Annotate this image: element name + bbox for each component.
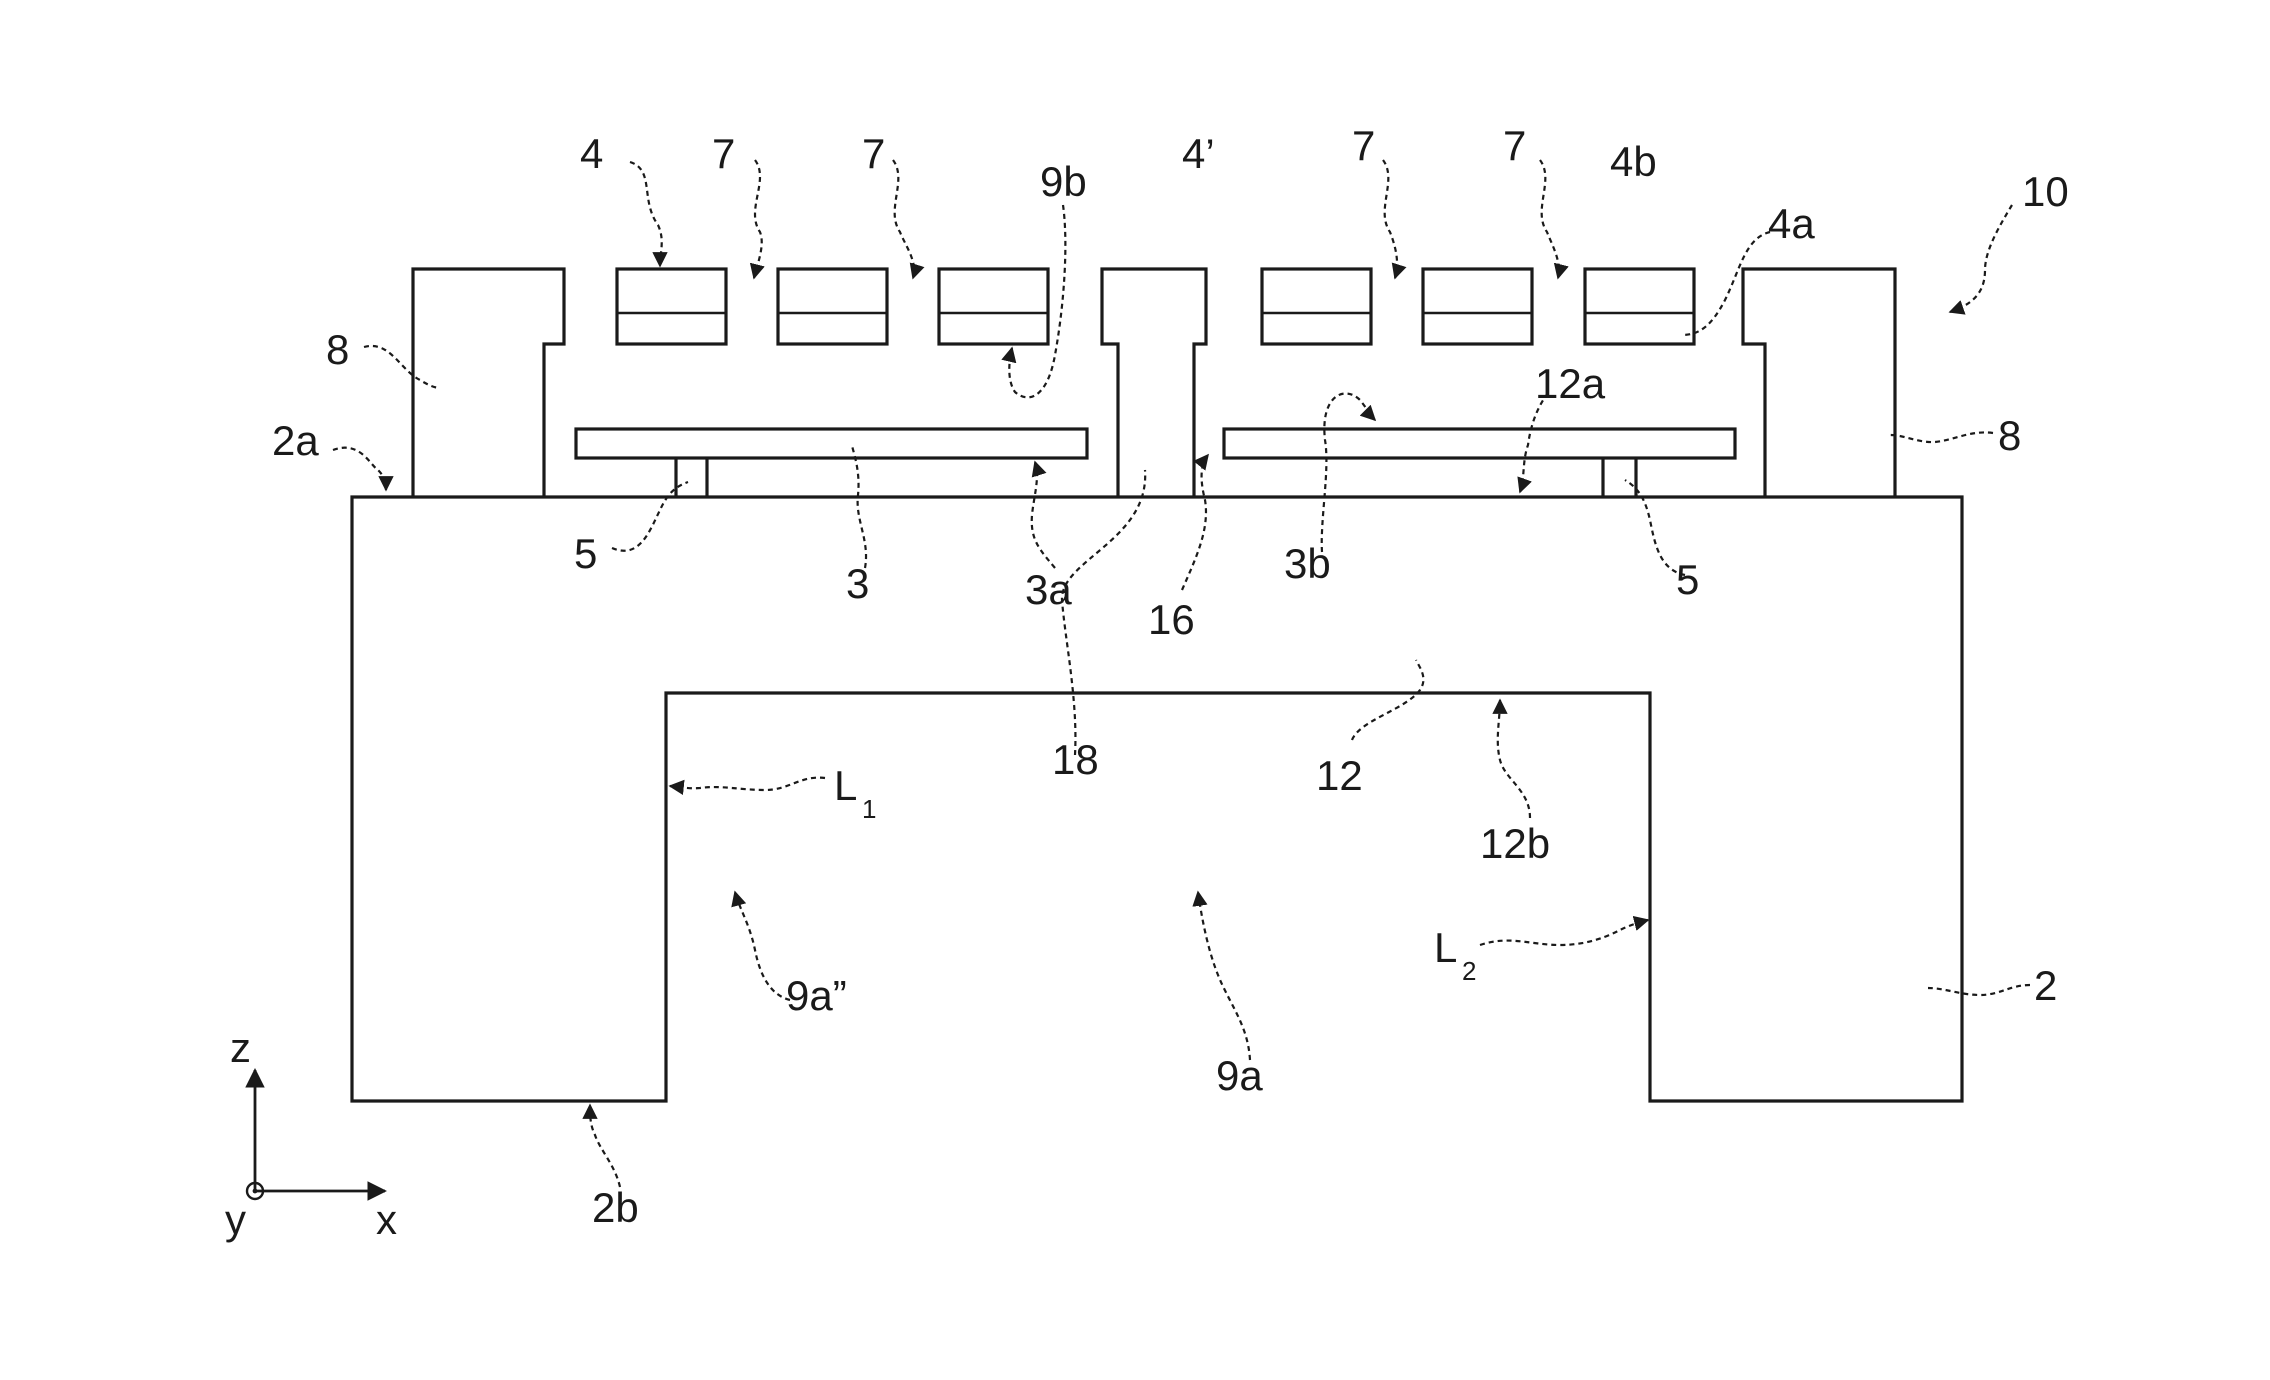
- right-anchor: [1743, 269, 1895, 497]
- label-L1-subscript: 1: [862, 794, 876, 824]
- label-9a-double-prime: 9a”: [786, 972, 847, 1019]
- reference-labels: 4 7 7 9b 4’ 7 7 4b 4a 10 8 8 2a 12a 5 3 …: [272, 122, 2069, 1231]
- label-3b: 3b: [1284, 540, 1331, 587]
- label-9a: 9a: [1216, 1052, 1263, 1099]
- label-16: 16: [1148, 596, 1195, 643]
- left-electrode-group: [617, 269, 1048, 344]
- leader-2b: [590, 1105, 620, 1187]
- substrate-body: [352, 497, 1962, 1101]
- leader-12b: [1498, 700, 1530, 818]
- right-electrode-group: [1262, 269, 1694, 344]
- y-axis-label: y: [225, 1196, 246, 1243]
- right-plate: [1224, 429, 1735, 458]
- label-5: 5: [574, 530, 597, 577]
- leader-3a: [1032, 462, 1055, 568]
- leader-8-right: [1890, 432, 1993, 442]
- leader-7c: [1383, 160, 1397, 278]
- leader-L2: [1480, 920, 1648, 945]
- right-post: [1603, 458, 1636, 497]
- electrode-box: [1585, 269, 1694, 344]
- label-8: 8: [326, 326, 349, 373]
- leader-18: [1062, 470, 1145, 755]
- leader-4: [630, 162, 662, 266]
- x-axis-label: x: [376, 1196, 397, 1243]
- label-18: 18: [1052, 736, 1099, 783]
- left-anchor: [413, 269, 564, 497]
- leader-3: [852, 446, 866, 568]
- leader-7a: [754, 160, 762, 278]
- label-L2-subscript: 2: [1462, 956, 1476, 986]
- label-7: 7: [712, 130, 735, 177]
- leader-10: [1950, 205, 2012, 312]
- label-12: 12: [1316, 752, 1363, 799]
- label-7: 7: [1352, 122, 1375, 169]
- label-7: 7: [1503, 122, 1526, 169]
- y-axis-dot: [253, 1189, 258, 1194]
- label-7: 7: [862, 130, 885, 177]
- label-4-prime: 4’: [1182, 130, 1215, 177]
- leader-lines: [333, 160, 2030, 1187]
- leader-2: [1928, 985, 2030, 995]
- label-L1: L: [834, 762, 857, 809]
- leader-8-left: [364, 346, 440, 388]
- leader-12: [1352, 660, 1423, 740]
- label-10: 10: [2022, 168, 2069, 215]
- label-12a: 12a: [1535, 360, 1606, 407]
- leader-2a: [333, 448, 386, 490]
- z-axis-label: z: [230, 1024, 251, 1071]
- left-post: [676, 458, 707, 497]
- label-2a: 2a: [272, 417, 319, 464]
- label-3: 3: [846, 560, 869, 607]
- leader-L1: [670, 778, 825, 790]
- label-5: 5: [1676, 556, 1699, 603]
- label-9b: 9b: [1040, 158, 1087, 205]
- central-pillar: [1102, 269, 1206, 497]
- label-12b: 12b: [1480, 820, 1550, 867]
- label-8: 8: [1998, 412, 2021, 459]
- label-2: 2: [2034, 962, 2057, 1009]
- electrode-box: [1262, 269, 1371, 344]
- left-plate: [576, 429, 1087, 458]
- coordinate-axes: z x y: [225, 1024, 397, 1243]
- electrode-box: [617, 269, 726, 344]
- electrode-box: [1423, 269, 1532, 344]
- label-3a: 3a: [1025, 566, 1072, 613]
- label-L2: L: [1434, 924, 1457, 971]
- leader-3b: [1322, 393, 1375, 552]
- leader-7b: [893, 160, 914, 278]
- electrode-box: [778, 269, 887, 344]
- leader-7d: [1540, 160, 1559, 278]
- leader-9a2: [735, 892, 790, 1000]
- leader-12a: [1520, 393, 1548, 492]
- label-4a: 4a: [1768, 200, 1815, 247]
- label-2b: 2b: [592, 1184, 639, 1231]
- label-4b: 4b: [1610, 138, 1657, 185]
- leader-9a: [1198, 892, 1250, 1060]
- electrode-box: [939, 269, 1048, 344]
- label-4: 4: [580, 130, 603, 177]
- leader-9b: [1009, 205, 1065, 397]
